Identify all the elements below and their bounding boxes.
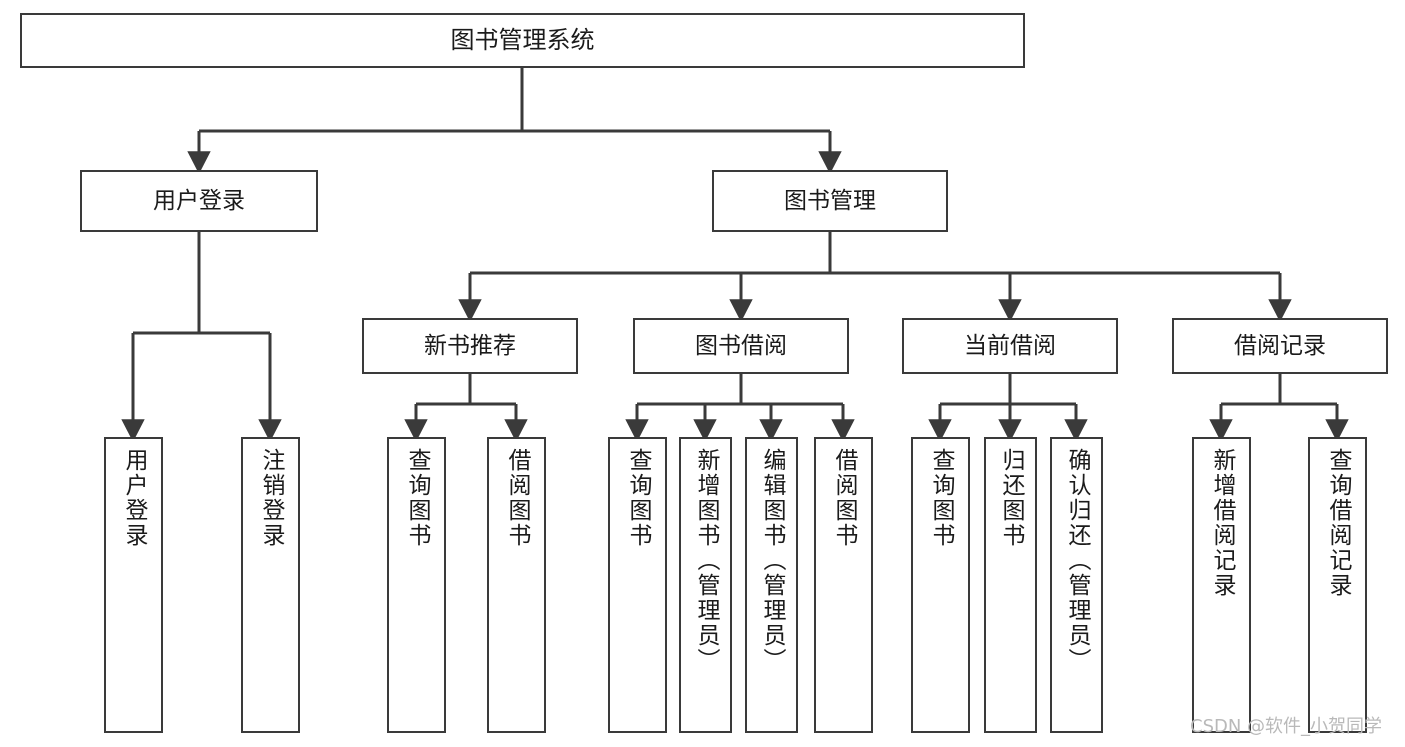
node-root-label: 图书管理系统 [450, 25, 595, 54]
node-borrow-record[interactable]: 借阅记录 [1172, 318, 1388, 374]
leaf-logout-label: 注销登录 [258, 448, 284, 548]
node-book-borrow-label: 图书借阅 [695, 332, 787, 359]
leaf-query-book-cur-label: 查询图书 [928, 448, 954, 548]
node-current-borrow-label: 当前借阅 [964, 332, 1056, 359]
node-new-book-rec-label: 新书推荐 [424, 332, 516, 359]
node-current-borrow[interactable]: 当前借阅 [902, 318, 1118, 374]
leaf-query-book-rec[interactable]: 查询图书 [387, 437, 446, 733]
leaf-query-book[interactable]: 查询图书 [608, 437, 667, 733]
node-borrow-record-label: 借阅记录 [1234, 332, 1326, 359]
leaf-query-book-label: 查询图书 [625, 448, 651, 548]
leaf-add-book-label: 新增图书（管理员） [693, 448, 719, 673]
leaf-query-record-label: 查询借阅记录 [1325, 448, 1351, 598]
leaf-add-record[interactable]: 新增借阅记录 [1192, 437, 1251, 733]
node-root[interactable]: 图书管理系统 [20, 13, 1025, 68]
leaf-return-book-label: 归还图书 [998, 448, 1024, 548]
leaf-borrow-book-rec[interactable]: 借阅图书 [487, 437, 546, 733]
leaf-return-book[interactable]: 归还图书 [984, 437, 1037, 733]
leaf-user-login-label: 用户登录 [121, 448, 147, 548]
leaf-confirm-return-label: 确认归还（管理员） [1064, 448, 1090, 673]
csdn-watermark: CSDN @软件_小贺同学 [1190, 716, 1383, 737]
leaf-borrow-book-label: 借阅图书 [831, 448, 857, 548]
leaf-query-book-rec-label: 查询图书 [404, 448, 430, 548]
leaf-add-book[interactable]: 新增图书（管理员） [679, 437, 732, 733]
leaf-logout[interactable]: 注销登录 [241, 437, 300, 733]
leaf-add-record-label: 新增借阅记录 [1209, 448, 1235, 598]
node-user-login-label: 用户登录 [153, 187, 245, 214]
node-new-book-rec[interactable]: 新书推荐 [362, 318, 578, 374]
leaf-edit-book[interactable]: 编辑图书（管理员） [745, 437, 798, 733]
node-book-manage[interactable]: 图书管理 [712, 170, 948, 232]
node-book-borrow[interactable]: 图书借阅 [633, 318, 849, 374]
node-user-login[interactable]: 用户登录 [80, 170, 318, 232]
leaf-confirm-return[interactable]: 确认归还（管理员） [1050, 437, 1103, 733]
leaf-user-login[interactable]: 用户登录 [104, 437, 163, 733]
leaf-borrow-book-rec-label: 借阅图书 [504, 448, 530, 548]
node-book-manage-label: 图书管理 [784, 187, 876, 214]
leaf-query-book-cur[interactable]: 查询图书 [911, 437, 970, 733]
leaf-query-record[interactable]: 查询借阅记录 [1308, 437, 1367, 733]
leaf-edit-book-label: 编辑图书（管理员） [759, 448, 785, 673]
leaf-borrow-book[interactable]: 借阅图书 [814, 437, 873, 733]
